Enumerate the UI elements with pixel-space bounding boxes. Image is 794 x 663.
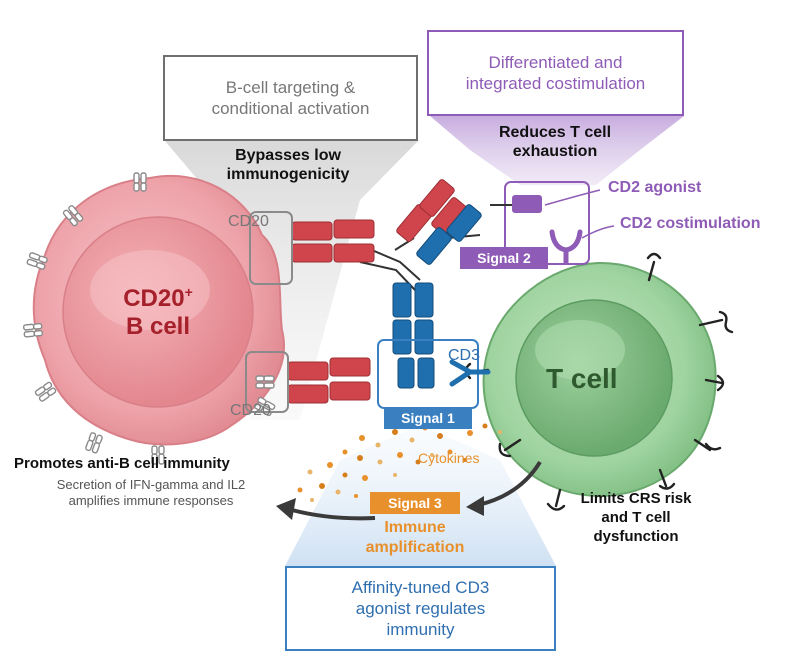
bypasses-headline: Bypasses low immunogenicity — [203, 146, 373, 184]
arrow-to-signal3 — [477, 460, 542, 507]
cd3-label: CD3 — [448, 347, 481, 364]
b-cell — [32, 174, 285, 446]
t-cell — [482, 261, 717, 497]
costimulation-line1: Differentiated and — [488, 53, 623, 72]
t-cell-label: T cell — [546, 363, 618, 394]
cd20-box-top — [249, 211, 293, 285]
cd3-agonist-box: Affinity-tuned CD3 agonist regulates imm… — [285, 566, 556, 651]
cd2-agonist-domain — [512, 195, 542, 213]
cd2-receptor — [549, 229, 583, 265]
cd20-label-top: CD20 — [228, 213, 269, 230]
b-cell-targeting-box: B-cell targeting & conditional activatio… — [163, 55, 418, 141]
b-cell-label-line1: CD20 — [123, 285, 185, 312]
b-cell-targeting-line2: conditional activation — [211, 99, 370, 118]
limits-line1: Limits CRS risk — [580, 490, 692, 507]
cd20-label-bottom: CD20 — [230, 402, 271, 419]
signal3-pill: Signal 3 — [370, 492, 460, 514]
secretion-line1: Secretion of IFN-gamma and IL2 — [56, 477, 246, 492]
b-cell-superscript: + — [184, 284, 193, 300]
cd2-costim-pointer — [581, 225, 615, 239]
cd3-receptor — [449, 359, 491, 387]
purple-cone — [430, 116, 684, 185]
cd2-agonist-label: CD2 agonist — [608, 179, 702, 196]
cd3-agonist-line3: immunity — [386, 620, 455, 639]
costimulation-box: Differentiated and integrated costimulat… — [427, 30, 684, 116]
cd20-box-bottom — [245, 351, 289, 413]
cd2-costimulation-label: CD2 costimulation — [620, 215, 761, 232]
promotes-headline: Promotes anti-B cell immunity — [14, 455, 230, 472]
cd3-agonist-line1: Affinity-tuned CD3 — [351, 578, 490, 597]
blue-domains-vertical — [392, 282, 435, 389]
b-cell-label: CD20+ B cell — [98, 278, 218, 341]
secretion-text: Secretion of IFN-gamma and IL2 amplifies… — [20, 477, 282, 509]
reduces-line2: exhaustion — [512, 143, 598, 160]
red-domains-bottom — [287, 357, 371, 404]
reduces-headline: Reduces T cell exhaustion — [470, 123, 640, 161]
cd2-agonist-pointer — [544, 189, 601, 206]
arrow-to-signal3-head — [466, 496, 484, 516]
secretion-line2: amplifies immune responses — [68, 493, 234, 508]
amplification-line1: Immune — [384, 519, 446, 536]
cytokine-dots — [297, 423, 502, 502]
cd3-agonist-line2: agonist regulates — [355, 599, 486, 618]
reduces-line1: Reduces T cell — [498, 124, 612, 141]
limits-line3: dysfunction — [593, 528, 679, 545]
limits-headline: Limits CRS risk and T cell dysfunction — [566, 489, 706, 546]
b-cell-receptors — [22, 172, 276, 465]
signal2-pill: Signal 2 — [460, 247, 548, 269]
b-cell-targeting-line1: B-cell targeting & — [225, 78, 356, 97]
bypasses-line2: immunogenicity — [226, 166, 350, 183]
amplification-headline: Immune amplification — [345, 518, 485, 558]
cytokines-label: Cytokines — [418, 450, 480, 466]
bypasses-line1: Bypasses low — [235, 147, 341, 164]
signal1-pill: Signal 1 — [384, 407, 472, 429]
b-cell-label-line2: B cell — [125, 313, 191, 340]
limits-line2: and T cell — [601, 509, 671, 526]
amplification-line2: amplification — [365, 539, 465, 556]
arrow-to-left — [291, 508, 376, 521]
arrow-to-left-head — [276, 498, 296, 520]
blue-domains-diagonal — [416, 204, 482, 265]
costimulation-line2: integrated costimulation — [465, 74, 646, 93]
